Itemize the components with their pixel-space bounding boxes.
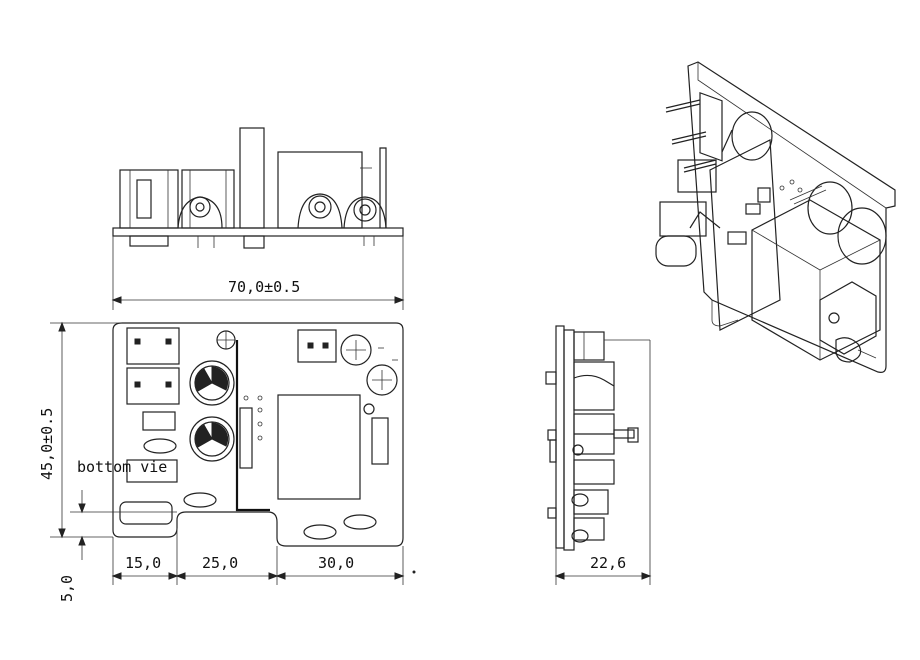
bottom-view: bottom vie 45,0±0.5 5,0 15,0 25,0 30,0 (38, 321, 405, 602)
segment-1-label: 15,0 (125, 554, 161, 572)
segment-2-label: 25,0 (202, 554, 238, 572)
view-label: bottom vie (77, 458, 167, 476)
segment-3-label: 30,0 (318, 554, 354, 572)
notch-dimension-label: 5,0 (58, 575, 76, 602)
isometric-view (655, 61, 896, 373)
depth-dimension-label: 22,6 (590, 554, 626, 572)
top-view: 70,0±0.5 (111, 127, 405, 310)
width-dimension-label: 70,0±0.5 (228, 278, 300, 296)
side-view: 22,6 (545, 325, 652, 585)
height-dimension-label: 45,0±0.5 (38, 408, 56, 480)
stray-dot (412, 570, 416, 574)
